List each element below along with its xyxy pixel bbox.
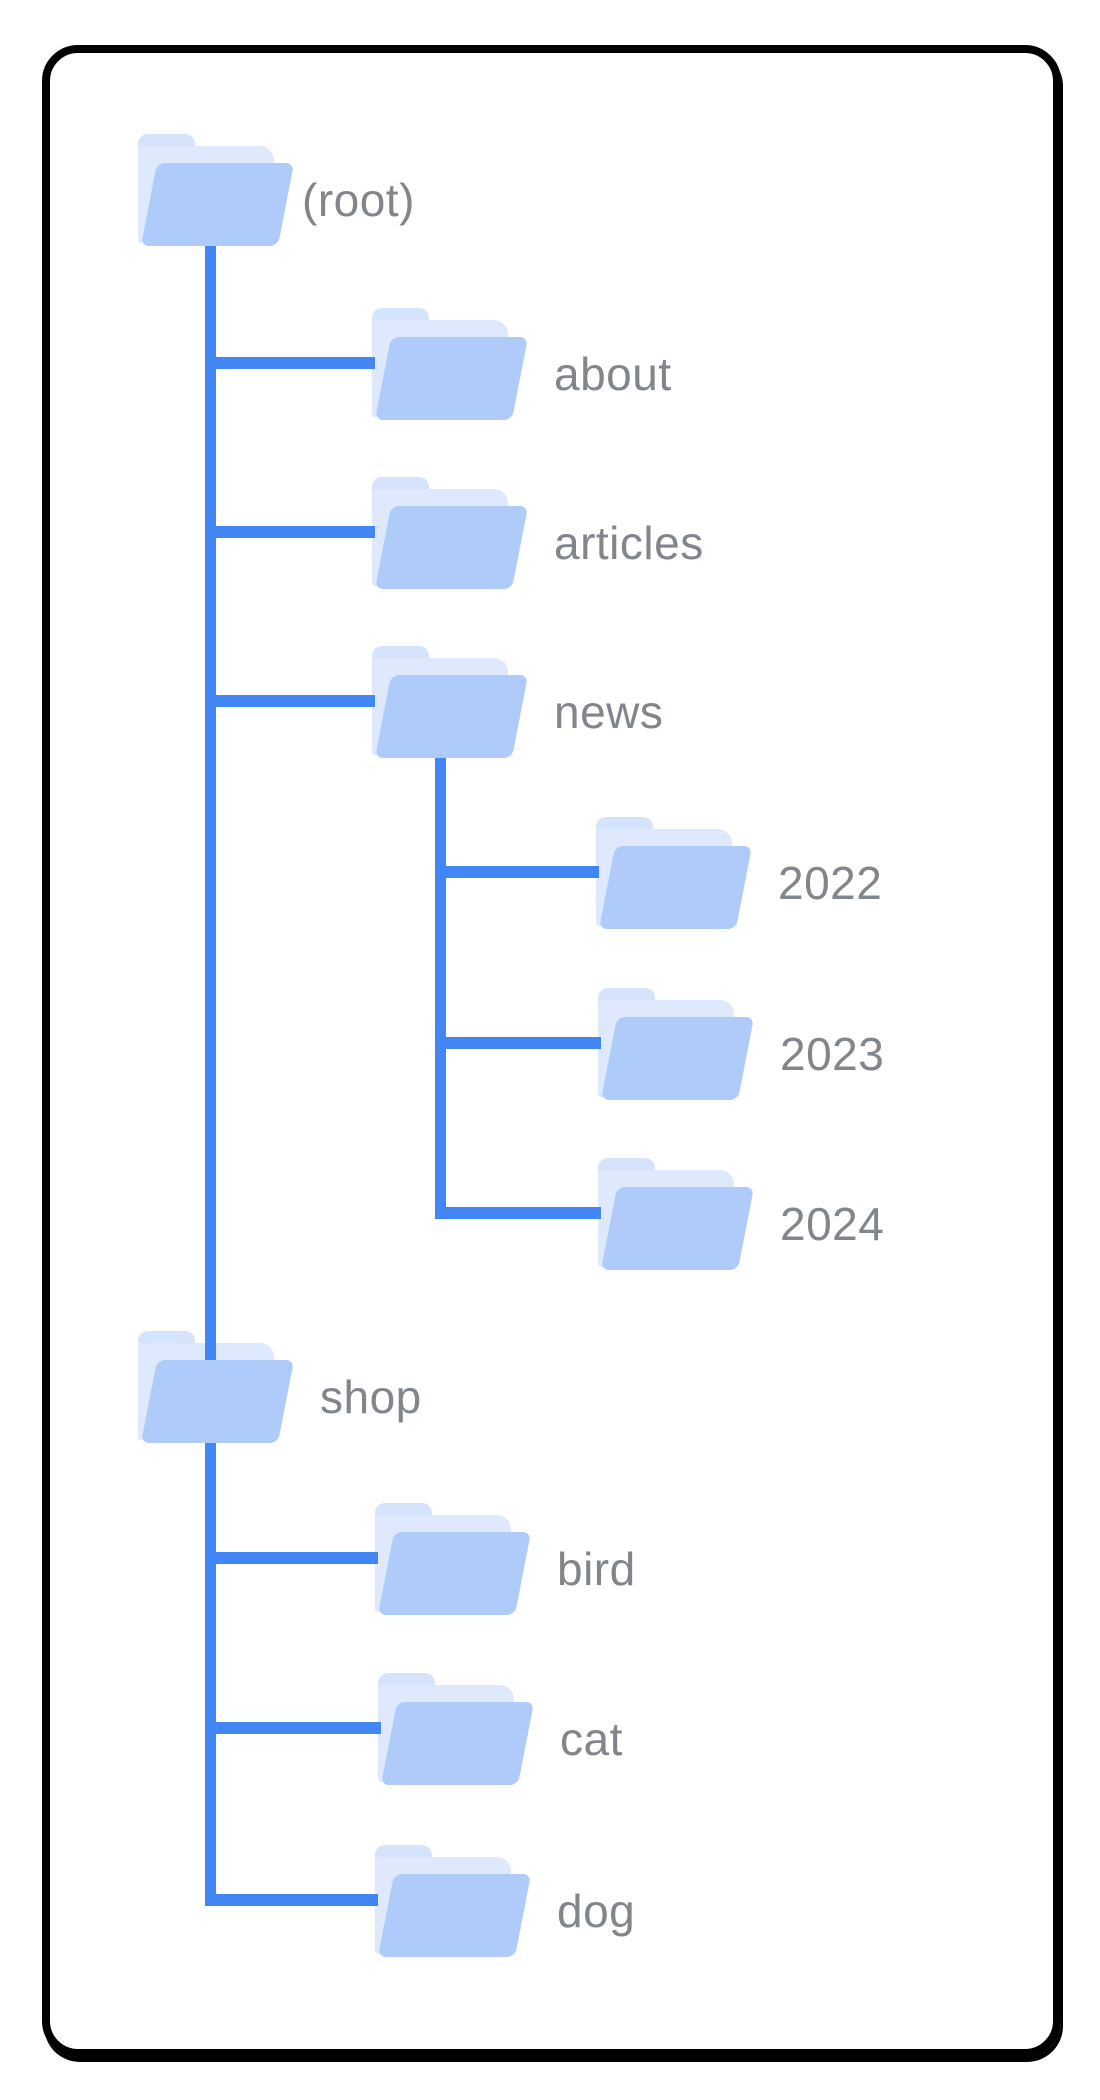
connector-branch-about xyxy=(205,357,375,369)
node-label-2023: 2023 xyxy=(780,1028,885,1080)
folder-icon xyxy=(378,1673,535,1785)
node-label-cat: cat xyxy=(560,1713,623,1765)
connector-branch-news xyxy=(205,695,375,707)
folder-icon xyxy=(138,1331,295,1443)
folder-front-shape xyxy=(380,1702,535,1785)
folder-front-shape xyxy=(140,163,295,246)
node-label-shop: shop xyxy=(320,1371,422,1423)
folder-icon xyxy=(598,1158,755,1270)
folder-front-shape xyxy=(600,1017,755,1100)
tree-node-dog: dog xyxy=(375,1845,1075,1957)
node-label-2022: 2022 xyxy=(778,857,883,909)
folder-front-shape xyxy=(140,1360,295,1443)
tree-node-bird: bird xyxy=(375,1503,1075,1615)
folder-front-shape xyxy=(377,1532,532,1615)
folder-front-shape xyxy=(374,675,529,758)
diagram-card-border xyxy=(42,45,1061,2057)
folder-icon xyxy=(375,1503,532,1615)
folder-front-shape xyxy=(598,846,753,929)
folder-icon xyxy=(596,817,753,929)
tree-node-cat: cat xyxy=(378,1673,1078,1785)
connector-branch-2024 xyxy=(435,1207,601,1219)
connector-branch-2023 xyxy=(435,1037,601,1049)
folder-icon xyxy=(372,477,529,589)
node-label-2024: 2024 xyxy=(780,1198,885,1250)
connector-branch-articles xyxy=(205,526,375,538)
folder-icon xyxy=(598,988,755,1100)
folder-front-shape xyxy=(600,1187,755,1270)
folder-front-shape xyxy=(377,1874,532,1957)
node-label-articles: articles xyxy=(554,517,704,569)
folder-front-shape xyxy=(374,337,529,420)
connector-vertical-news xyxy=(435,755,446,1219)
connector-vertical-root xyxy=(205,240,216,1906)
connector-branch-2022 xyxy=(435,866,599,878)
folder-front-shape xyxy=(374,506,529,589)
connector-branch-cat xyxy=(205,1722,381,1734)
node-label-dog: dog xyxy=(557,1885,636,1937)
node-label-bird: bird xyxy=(557,1543,636,1595)
tree-node-2024: 2024 xyxy=(598,1158,1100,1270)
tree-node-2023: 2023 xyxy=(598,988,1100,1100)
tree-node-2022: 2022 xyxy=(596,817,1100,929)
tree-node-shop: shop xyxy=(138,1331,838,1443)
node-label-news: news xyxy=(554,686,664,738)
tree-node-news: news xyxy=(372,646,1072,758)
folder-icon xyxy=(372,646,529,758)
tree-node-articles: articles xyxy=(372,477,1072,589)
folder-icon xyxy=(138,134,295,246)
connector-branch-bird xyxy=(205,1552,378,1564)
tree-node-root: (root) xyxy=(138,134,838,246)
connector-branch-dog xyxy=(205,1894,378,1906)
tree-node-about: about xyxy=(372,308,1072,420)
node-label-root: (root) xyxy=(302,174,415,226)
folder-icon xyxy=(375,1845,532,1957)
node-label-about: about xyxy=(554,348,672,400)
folder-icon xyxy=(372,308,529,420)
